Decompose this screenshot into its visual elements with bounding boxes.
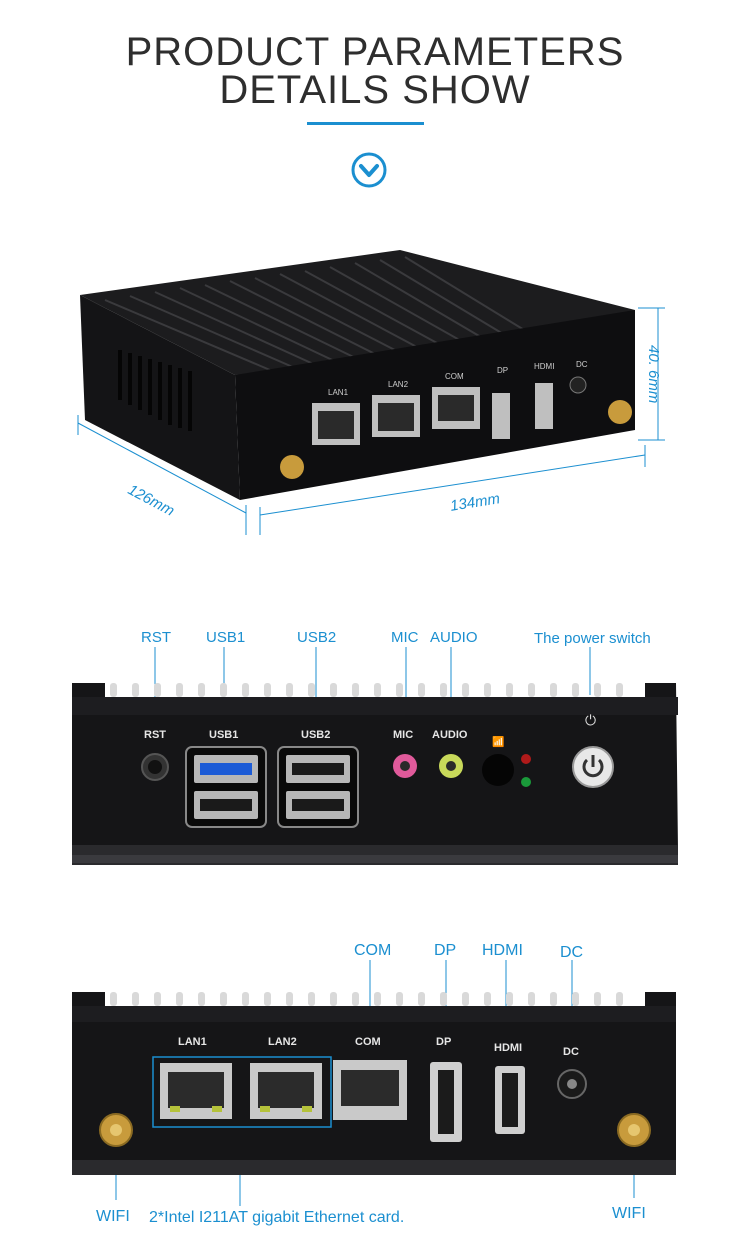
callout-usb2: USB2 [297, 629, 337, 646]
rear-hdmi-label: HDMI [494, 1042, 523, 1054]
front-usb2-label: USB2 [301, 729, 331, 741]
top-lan2-label: LAN2 [388, 380, 409, 389]
wifi-antenna-left [280, 455, 304, 479]
callout-hdmi: HDMI [482, 942, 523, 959]
callout-mic: MIC [391, 629, 419, 646]
rear-dc-label: DC [563, 1046, 579, 1058]
page-title-line1: PRODUCT PARAMETERS [125, 30, 625, 74]
rear-panel-view [72, 960, 676, 1206]
rear-dp-label: DP [436, 1036, 452, 1048]
front-audio-label: AUDIO [432, 729, 468, 741]
led-red [521, 754, 531, 764]
front-rst-label: RST [144, 729, 166, 741]
page-title-line2: DETAILS SHOW [219, 68, 531, 112]
rear-com-label: COM [355, 1036, 381, 1048]
ir-receiver [482, 754, 514, 786]
product-3d-view [77, 250, 665, 535]
top-dp-label: DP [497, 366, 509, 375]
wifi-antenna-right [608, 400, 632, 424]
callout-wifi-left: WIFI [96, 1208, 130, 1225]
svg-text:📶: 📶 [492, 735, 504, 748]
top-lan1-label: LAN1 [328, 388, 349, 397]
chevron-down-circle-icon[interactable] [350, 151, 388, 189]
led-green [521, 777, 531, 787]
front-usb1-label: USB1 [209, 729, 239, 741]
rear-lan2-label: LAN2 [268, 1036, 297, 1048]
callout-power-switch: The power switch [534, 630, 651, 647]
top-com-label: COM [445, 372, 464, 381]
callout-dp: DP [434, 942, 457, 959]
dc-jack [569, 376, 587, 394]
callout-wifi-right: WIFI [612, 1205, 646, 1222]
front-mic-label: MIC [393, 729, 414, 741]
svg-text:⏻: ⏻ [585, 712, 596, 728]
callout-audio: AUDIO [430, 629, 478, 646]
dp-port [492, 393, 510, 439]
hdmi-port [535, 383, 553, 429]
title-underline [307, 122, 424, 125]
top-hdmi-label: HDMI [534, 362, 555, 371]
callout-ethernet: 2*Intel I211AT gigabit Ethernet card. [149, 1209, 405, 1226]
front-panel-view: 📶 ⏻ [72, 647, 678, 865]
callout-rst: RST [141, 629, 171, 646]
top-dc-label: DC [576, 360, 588, 369]
lan-highlight-box [152, 1056, 332, 1128]
rear-lan1-label: LAN1 [178, 1036, 207, 1048]
callout-usb1: USB1 [206, 629, 246, 646]
callout-dc: DC [560, 944, 584, 961]
callout-com: COM [354, 942, 392, 959]
height-dimension: 40. 6mm [645, 345, 662, 404]
